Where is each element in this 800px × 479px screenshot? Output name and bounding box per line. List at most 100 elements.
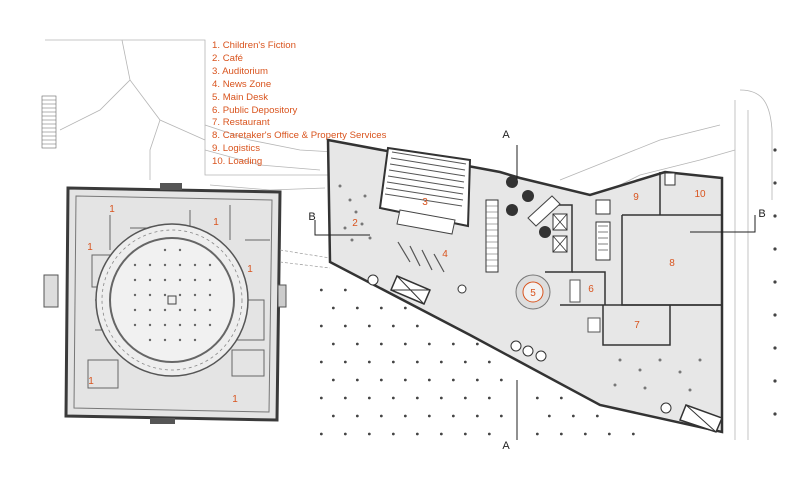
site-contours [45, 39, 773, 440]
column-dot [208, 278, 212, 282]
column-dot [208, 323, 212, 327]
room-label: 1 [247, 264, 253, 275]
plaza-tree [415, 360, 419, 364]
column-dot [178, 278, 182, 282]
column-dot [133, 308, 137, 312]
legend-item: 9. Logistics [212, 143, 261, 155]
plaza-tree [451, 378, 455, 382]
plaza-tree [773, 313, 777, 317]
room-label: 1 [87, 242, 93, 253]
plaza-tree [463, 360, 467, 364]
room-label: 1 [109, 204, 115, 215]
plaza-tree [773, 214, 777, 218]
plaza-tree [451, 414, 455, 418]
plaza-tree [499, 378, 503, 382]
column-dot [193, 338, 197, 342]
plaza-tree [343, 432, 347, 436]
plaza-tree [631, 432, 635, 436]
existing-building [43, 183, 287, 424]
column-dot [193, 323, 197, 327]
column-dot [178, 248, 182, 252]
room-label: 5 [530, 288, 536, 299]
plaza-tree [535, 396, 539, 400]
plaza-tree [379, 378, 383, 382]
plaza-tree [343, 360, 347, 364]
column-dot [193, 308, 197, 312]
rotunda-columns [133, 248, 212, 342]
column-dot [133, 323, 137, 327]
legend-item: 10. Loading [212, 156, 263, 168]
plaza-tree [773, 247, 777, 251]
column-dot [208, 293, 212, 297]
plaza-tree [475, 414, 479, 418]
plaza-tree [379, 342, 383, 346]
plaza-tree [463, 396, 467, 400]
plaza-tree [319, 360, 323, 364]
column-dot [193, 293, 197, 297]
column-dot [178, 293, 182, 297]
section-marker-b-left: B [308, 211, 315, 223]
plaza-tree [331, 306, 335, 310]
plaza-tree [773, 379, 777, 383]
column-dot [148, 278, 152, 282]
room-label: 8 [669, 258, 675, 269]
room-legend: 1. Children's Fiction 2. Café 3. Auditor… [212, 40, 386, 169]
plaza-tree [367, 324, 371, 328]
plaza-tree [415, 324, 419, 328]
column-dot [193, 263, 197, 267]
plaza-tree [451, 342, 455, 346]
column-dot [208, 308, 212, 312]
plaza-tree [355, 378, 359, 382]
plaza-tree [319, 396, 323, 400]
plaza-tree [379, 414, 383, 418]
legend-item: 1. Children's Fiction [212, 40, 296, 51]
plaza-tree [367, 432, 371, 436]
plaza-tree [331, 414, 335, 418]
room-label: 10 [694, 189, 706, 200]
column-dot [163, 323, 167, 327]
plaza-tree [439, 432, 443, 436]
plaza-tree [487, 396, 491, 400]
plaza-tree [415, 432, 419, 436]
room-label: 1 [232, 394, 238, 405]
room-label: 1 [213, 217, 219, 228]
column-dot [178, 308, 182, 312]
column-dot [208, 263, 212, 267]
plaza-tree [439, 360, 443, 364]
legend-item: 2. Café [212, 52, 243, 64]
plaza-tree [355, 414, 359, 418]
plaza-tree [773, 412, 777, 416]
plaza-tree [559, 432, 563, 436]
column-dot [178, 323, 182, 327]
room-label: 9 [633, 192, 639, 203]
plaza-tree [607, 432, 611, 436]
column-dot [163, 263, 167, 267]
column-dot [193, 278, 197, 282]
plaza-tree [547, 414, 551, 418]
plaza-tree [319, 288, 323, 292]
plaza-tree [367, 360, 371, 364]
plaza-tree [319, 432, 323, 436]
section-marker-b-right: B [758, 208, 765, 220]
plaza-tree [487, 360, 491, 364]
plaza-tree [595, 414, 599, 418]
steps-west [41, 95, 57, 149]
column-dot [148, 308, 152, 312]
plaza-tree [499, 414, 503, 418]
plaza-tree [773, 280, 777, 284]
column-dot [133, 263, 137, 267]
room-label: 3 [422, 197, 428, 208]
column-dot [148, 323, 152, 327]
plaza-tree [583, 432, 587, 436]
plaza-tree [773, 148, 777, 152]
plaza-tree [343, 396, 347, 400]
column-dot [133, 293, 137, 297]
plaza-tree [367, 396, 371, 400]
plaza-tree [379, 306, 383, 310]
column-dot [148, 338, 152, 342]
legend-item: 6. Public Depository [212, 104, 298, 116]
column-dot [163, 293, 167, 297]
room-label: 4 [442, 249, 448, 260]
room-labels: 1 1 1 1 1 1 2 3 4 5 6 7 8 9 10 [87, 189, 706, 405]
